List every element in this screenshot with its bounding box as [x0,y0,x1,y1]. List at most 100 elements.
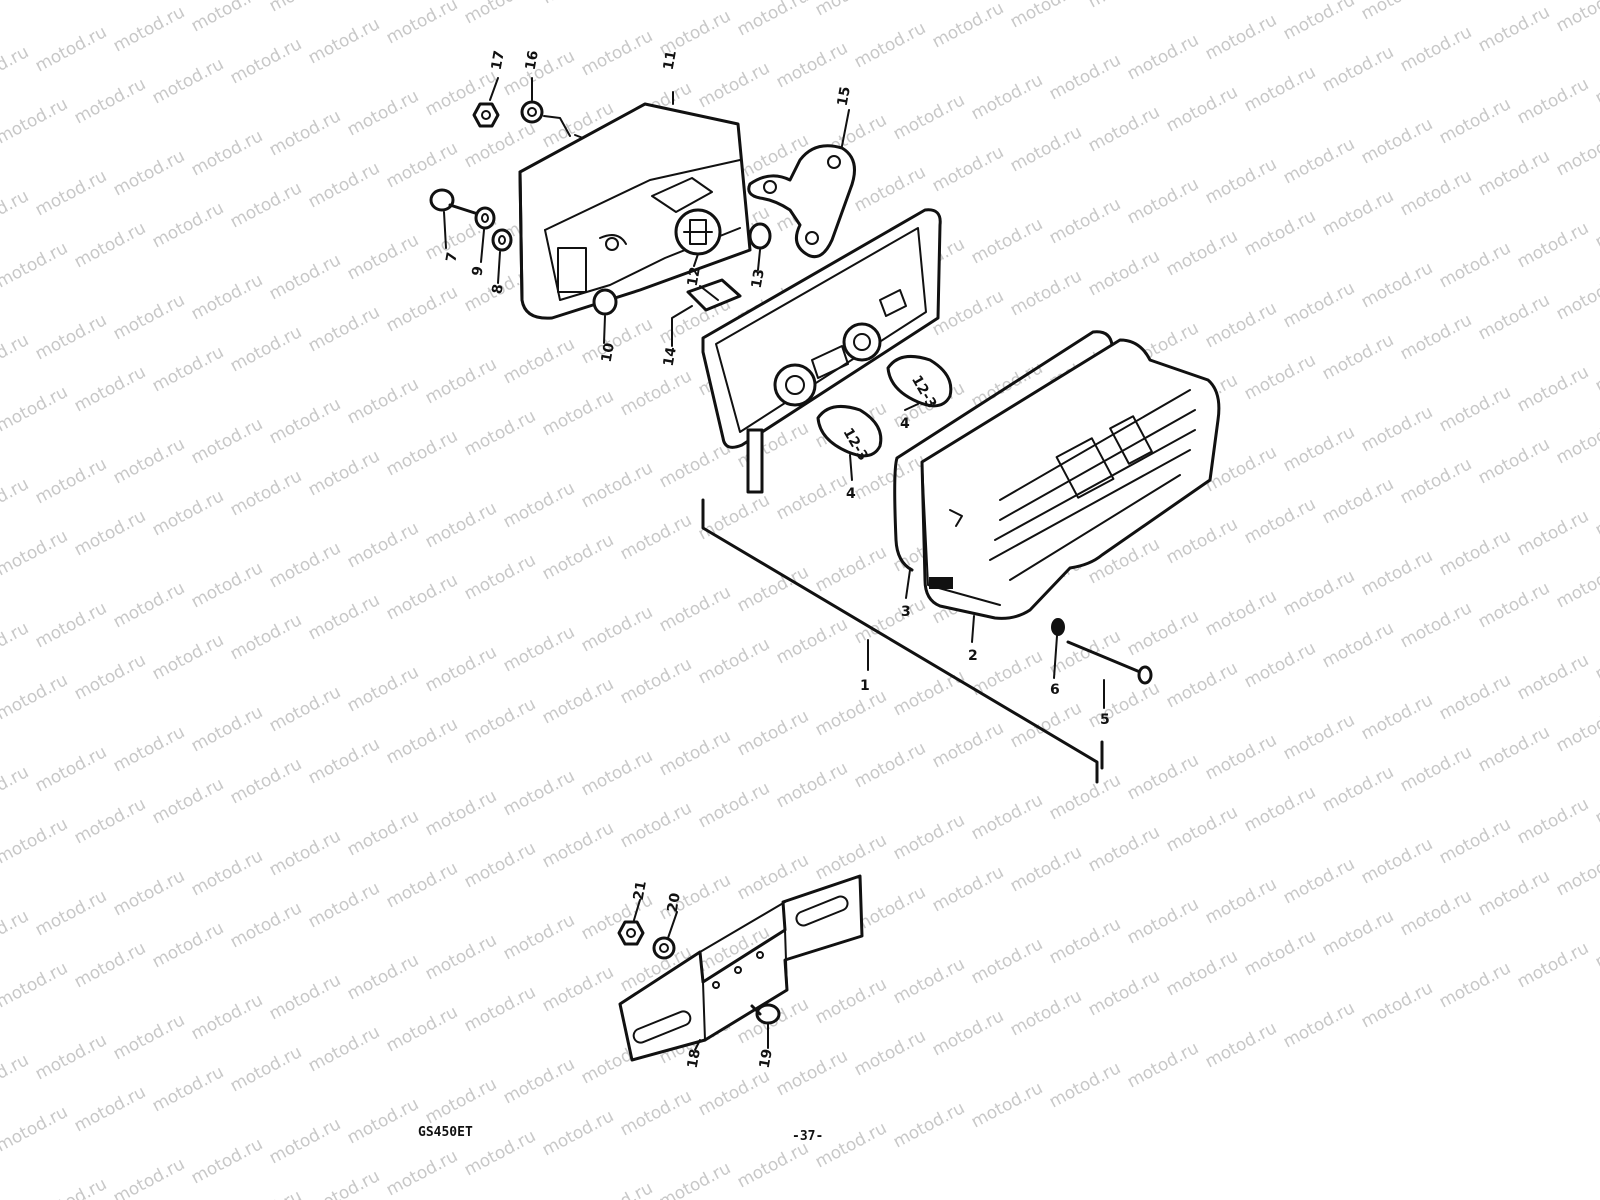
watermark-text: motod.ru [695,634,773,688]
watermark-text: motod.ru [1436,670,1514,724]
watermark-text: motod.ru [110,434,188,488]
watermark-text: motod.ru [1397,742,1475,796]
watermark-text: motod.ru [539,530,617,584]
watermark-text: motod.ru [1202,874,1280,928]
watermark-text: motod.ru [773,758,851,812]
watermark-text: motod.ru [500,622,578,676]
watermark-text: motod.ru [1163,82,1241,136]
watermark-text: motod.ru [149,774,227,828]
watermark-text: motod.ru [1397,598,1475,652]
watermark-text: motod.ru [695,778,773,832]
watermark-text: motod.ru [1397,454,1475,508]
watermark-text: motod.ru [773,1046,851,1100]
watermark-text: motod.ru [1163,226,1241,280]
watermark-text: motod.ru [305,446,383,500]
watermark-text: motod.ru [1046,770,1124,824]
watermark-text: motod.ru [1007,986,1085,1040]
watermark-text: motod.ru [1319,42,1397,96]
watermark-text: motod.ru [773,38,851,92]
watermark-text: motod.ru [227,466,305,520]
watermark-text: motod.ru [1163,514,1241,568]
watermark-text: motod.ru [1280,422,1358,476]
watermark-text: motod.ru [32,1174,110,1200]
watermark-text: motod.ru [32,742,110,796]
watermark-text: motod.ru [422,786,500,840]
watermark-text: motod.ru [812,974,890,1028]
watermark-text: motod.ru [1358,690,1436,744]
watermark-text: motod.ru [1436,814,1514,868]
watermark-text: motod.ru [500,334,578,388]
grommet-part-10 [592,288,618,316]
watermark-text: motod.ru [1241,350,1319,404]
watermark-text: motod.ru [227,322,305,376]
watermark-text: motod.ru [461,0,539,28]
watermark-text: motod.ru [0,474,32,528]
callout-labels: 1 2 3 4 4 5 6 7 8 9 10 11 12 13 14 15 16… [443,49,1109,1069]
watermark-text: motod.ru [1163,802,1241,856]
callout-6: 6 [1050,682,1060,698]
watermark-text: motod.ru [929,1006,1007,1060]
watermark-text: motod.ru [71,650,149,704]
watermark-text: motod.ru [149,630,227,684]
watermark-text: motod.ru [32,22,110,76]
callout-4-lower: 4 [846,486,856,502]
watermark-text: motod.ru [1475,2,1553,56]
watermark-text: motod.ru [1085,0,1163,12]
watermark-text: motod.ru [0,94,71,148]
watermark-text: motod.ru [1007,266,1085,320]
watermark-text: motod.ru [32,454,110,508]
watermark-text: motod.ru [1046,194,1124,248]
watermark-text: motod.ru [1085,678,1163,732]
watermark-text: motod.ru [500,766,578,820]
watermark-text: motod.ru [383,282,461,336]
watermark-text: motod.ru [539,962,617,1016]
watermark-text: motod.ru [1397,166,1475,220]
watermark-text: motod.ru [344,86,422,140]
watermark-text: motod.ru [305,158,383,212]
watermark-text: motod.ru [1592,630,1600,684]
watermark-text: motod.ru [422,1074,500,1128]
washer-part-16 [520,100,544,124]
watermark-text: motod.ru [188,126,266,180]
bracket-part-15 [747,144,856,259]
watermark-text: motod.ru [1553,0,1600,36]
watermark-text: motod.ru [1553,126,1600,180]
watermark-text: motod.ru [149,486,227,540]
watermark-text: motod.ru [32,886,110,940]
washer-part-20 [652,936,676,960]
watermark-text: motod.ru [1241,782,1319,836]
watermark-text: motod.ru [188,702,266,756]
watermark-text: motod.ru [0,330,32,384]
watermark-text: motod.ru [656,438,734,492]
watermark-text: motod.ru [812,542,890,596]
watermark-text: motod.ru [383,0,461,48]
watermark-text: motod.ru [929,286,1007,340]
watermark-text: motod.ru [422,354,500,408]
page-number: -37- [792,1129,823,1144]
watermark-text: motod.ru [305,734,383,788]
watermark-text: motod.ru [1046,1058,1124,1112]
watermark-text: motod.ru [149,342,227,396]
watermark-text: motod.ru [1085,822,1163,876]
watermark-text: motod.ru [1514,938,1592,992]
washer-part-8 [491,228,513,252]
license-bracket-part-18 [618,874,864,1062]
callout-16: 16 [523,49,542,71]
watermark-text: motod.ru [929,862,1007,916]
washer-part-9 [474,206,496,230]
watermark-text: motod.ru [968,790,1046,844]
watermark-text: motod.ru [344,662,422,716]
watermark-text: motod.ru [1358,834,1436,888]
watermark-text: motod.ru [1358,114,1436,168]
watermark-text: motod.ru [968,214,1046,268]
watermark-text: motod.ru [1124,174,1202,228]
watermark-text: motod.ru [0,814,71,868]
watermark-text: motod.ru [617,1086,695,1140]
watermark-text: motod.ru [1475,866,1553,920]
watermark-text: motod.ru [0,1102,71,1156]
watermark-text: motod.ru [71,1082,149,1136]
watermark-text: motod.ru [266,538,344,592]
watermark-text: motod.ru [149,54,227,108]
watermark-text: motod.ru [1436,94,1514,148]
watermark-text: motod.ru [461,982,539,1036]
